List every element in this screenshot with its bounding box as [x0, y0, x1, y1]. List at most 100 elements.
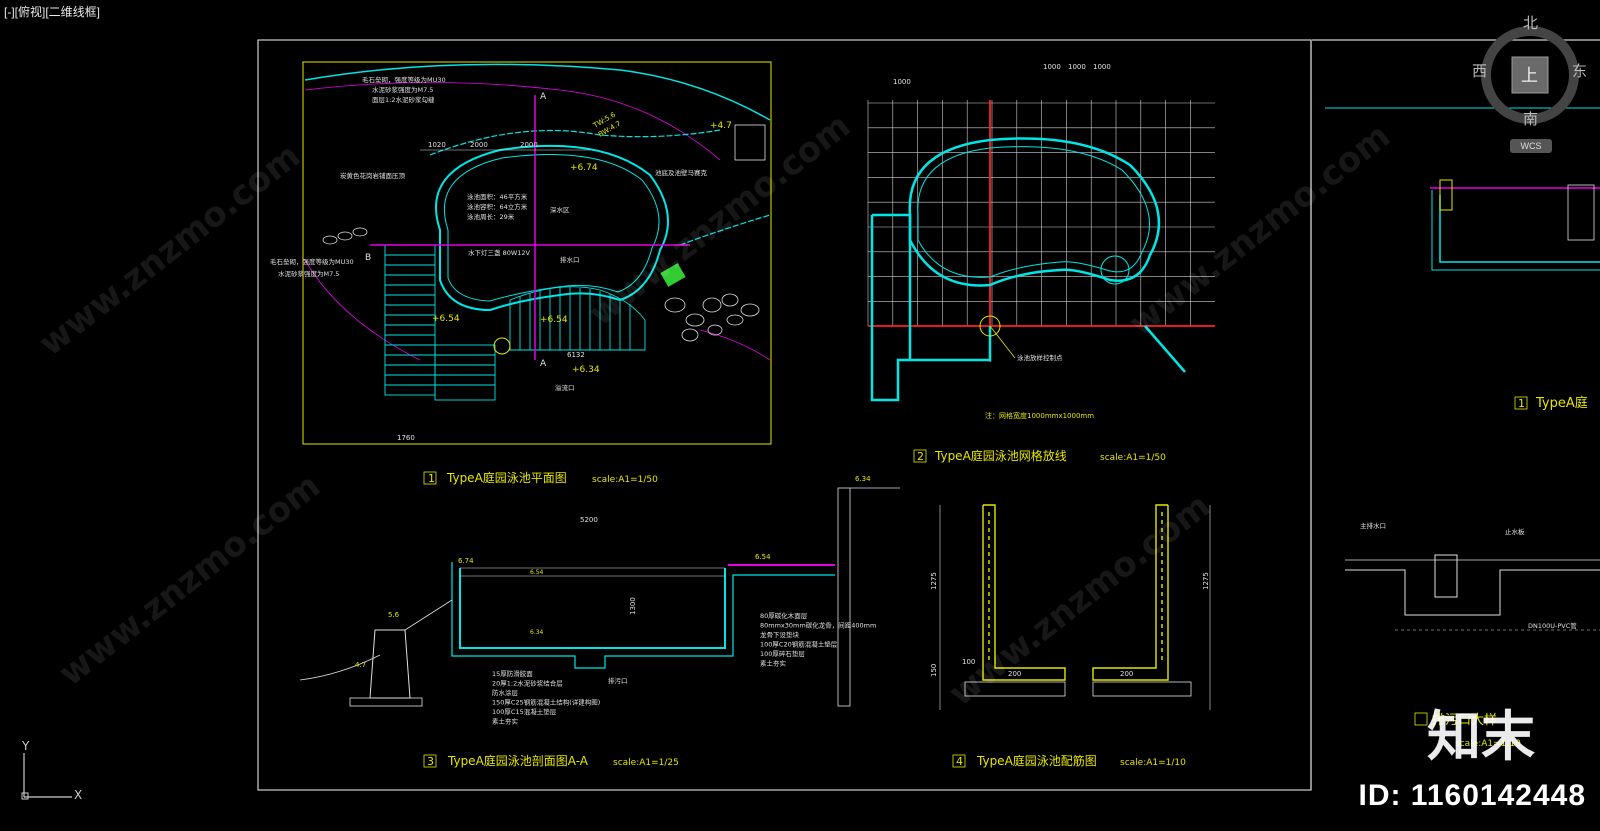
- rebar-dim-200-b: 200: [1120, 670, 1133, 678]
- section-drawing[interactable]: 5200 1300 6.74 6.54 6.34 5.6 4.7 6.54 6.…: [299, 475, 900, 768]
- dim-6132: 6132: [567, 351, 585, 359]
- deck-layer-note: 100厚碎石垫层: [760, 649, 805, 658]
- sec-elev-654: 6.54: [755, 553, 771, 561]
- note-mortar: 水泥砂浆强度为M7.5: [372, 85, 433, 94]
- plan-scale: scale:A1=1/50: [592, 475, 658, 485]
- elev-654: +6.54: [432, 314, 460, 324]
- grid-note: 注：网格宽度1000mmx1000mm: [985, 411, 1094, 420]
- rebar-dim-1275-b: 1275: [1202, 572, 1210, 590]
- ucs-y-label: Y: [22, 739, 30, 753]
- elev-634: +6.34: [572, 365, 600, 375]
- sec-elev-47: 4.7: [355, 661, 366, 669]
- section-b-left: B: [365, 253, 371, 263]
- note-volume: 泳池容积：64立方米: [467, 202, 528, 211]
- partial-title: TypeA庭: [1535, 395, 1588, 411]
- elev-654-b: +6.54: [540, 315, 568, 325]
- partial-pvc: DN100U-PVC管: [1528, 621, 1577, 630]
- sec-elev-56: 5.6: [388, 611, 400, 619]
- viewcube[interactable]: 北 南 西 东 上: [1472, 10, 1588, 150]
- grid-dim-1000-b: 1000: [1043, 63, 1061, 71]
- sec-elev-bottom: 6.34: [530, 629, 544, 636]
- dim-1020: 1020: [428, 141, 446, 149]
- rebar-title-number: 4: [956, 755, 963, 768]
- section-layer-note: 素土夯实: [492, 717, 519, 726]
- note-overflow: 溢流口: [555, 383, 575, 392]
- sec-drain: 排污口: [608, 676, 628, 685]
- note-length: 泳池周长：29米: [467, 212, 515, 221]
- wcs-menu[interactable]: WCS: [1510, 139, 1552, 153]
- ucs-x-label: X: [74, 788, 83, 802]
- note-area: 泳池面积：46平方米: [467, 192, 528, 201]
- viewcube-ring-icon: [1481, 26, 1579, 124]
- plan-drawing[interactable]: A A B 1020 2000 2000 6132 1760 +6.74 +6.…: [270, 61, 772, 485]
- sec-dim-1300: 1300: [629, 597, 637, 615]
- deck-layer-note: 龙骨下设垫块: [760, 630, 800, 639]
- dim-2000-a: 2000: [470, 141, 488, 149]
- sec-elev-634: 6.34: [855, 475, 871, 483]
- sec-dim-5200: 5200: [580, 516, 598, 524]
- viewcube-south[interactable]: 南: [1523, 110, 1539, 128]
- section-scale: scale:A1=1/25: [613, 758, 679, 768]
- grid-drawing[interactable]: 泳池放样控制点 1000 1000 1000 1000 注：网格宽度1000mm…: [867, 63, 1215, 463]
- elev-47: +4.7: [710, 121, 732, 131]
- section-title: TypeA庭园泳池剖面图A-A: [447, 753, 589, 768]
- viewcube-top[interactable]: 上: [1521, 66, 1538, 86]
- watermark-logo: 知末: [1427, 705, 1535, 768]
- grid-dim-1000-a: 1000: [893, 78, 911, 86]
- deck-layer-note: 素土夯实: [760, 659, 787, 668]
- section-a-top: A: [540, 92, 547, 102]
- grid-title-number: 2: [917, 450, 924, 463]
- grid-dim-1000-d: 1000: [1093, 63, 1111, 71]
- rebar-scale: scale:A1=1/10: [1120, 758, 1186, 768]
- sec-elev-water: 6.54: [530, 569, 544, 576]
- plan-title-number: 1: [428, 472, 435, 485]
- rebar-title: TypeA庭园泳池配筋图: [976, 753, 1097, 768]
- section-a-bottom: A: [540, 359, 547, 369]
- viewcube-north[interactable]: 北: [1523, 14, 1539, 32]
- rebar-dim-100: 100: [962, 658, 975, 666]
- section-layer-note: 15厚防滑胶面: [492, 669, 533, 678]
- partial-stop: 止水板: [1505, 527, 1525, 536]
- note-tile: 池底及池壁马赛克: [655, 168, 708, 177]
- partial-drain-title: 排污口大样: [1432, 713, 1497, 728]
- grid-dim-1000-c: 1000: [1068, 63, 1086, 71]
- partial-drain: 主排水口: [1360, 521, 1386, 530]
- dim-1760: 1760: [397, 434, 415, 442]
- plan-title: TypeA庭园泳池平面图: [446, 470, 567, 485]
- note-mortar-left: 水泥砂浆强度为M7.5: [278, 269, 339, 278]
- rebar-dim-150: 150: [930, 664, 938, 677]
- section-layer-note: 150厚C25钢筋混凝土结构(详建构图): [492, 698, 600, 707]
- note-edge: 面层1:2水泥砂浆勾缝: [372, 95, 435, 104]
- note-paving: 炭黄色花岗岩铺面压顶: [340, 171, 406, 180]
- dim-2000-b: 2000: [520, 141, 538, 149]
- section-layer-note: 20厚1:2水泥砂浆结合层: [492, 679, 563, 688]
- section-layer-note: 100厚C15混凝土垫层: [492, 707, 557, 716]
- rebar-dim-1275-a: 1275: [930, 572, 938, 590]
- deck-layer-note: 80mmx30mm碳化龙骨，间距400mm: [760, 621, 876, 630]
- deck-layer-note: 80厚碳化木面层: [760, 611, 808, 620]
- deck-layer-note: 100厚C20钢筋混凝土垫层: [760, 640, 838, 649]
- section-title-number: 3: [427, 755, 434, 768]
- note-stone-left: 毛石垒砌，强度等级为MU30: [270, 257, 354, 266]
- viewport-label[interactable]: [-][俯视][二维线框]: [4, 5, 101, 19]
- elev-674: +6.74: [570, 163, 598, 173]
- rebar-dim-200-a: 200: [1008, 670, 1021, 678]
- sec-elev-674: 6.74: [458, 557, 474, 565]
- partial-title-number: 1: [1518, 397, 1525, 410]
- viewcube-east[interactable]: 东: [1572, 62, 1588, 80]
- rebar-drawing[interactable]: 200 200 1275 1275 100 150 4 TypeA庭园泳池配筋图…: [930, 504, 1211, 768]
- viewcube-west[interactable]: 西: [1472, 62, 1488, 80]
- ucs-icon: Y X: [14, 739, 84, 805]
- partial-scale: scale:A1=1/10: [1455, 739, 1521, 749]
- note-light: 水下灯三盏 80W12V: [468, 248, 531, 257]
- note-drain: 排水口: [560, 255, 580, 264]
- grid-control: 泳池放样控制点: [1017, 353, 1063, 362]
- watermark-id: ID: 1160142448: [1358, 779, 1586, 812]
- note-stone: 毛石垒砌，强度等级为MU30: [362, 75, 446, 84]
- grid-scale: scale:A1=1/50: [1100, 453, 1166, 463]
- note-deep: 深水区: [550, 205, 570, 214]
- grid-title: TypeA庭园泳池网格放线: [934, 448, 1067, 463]
- partial-drawing[interactable]: 主排水口 止水板 DN100U-PVC管 1 TypeA庭 排污口大样 scal…: [1325, 107, 1600, 749]
- section-layer-note: 防水涂层: [492, 688, 519, 697]
